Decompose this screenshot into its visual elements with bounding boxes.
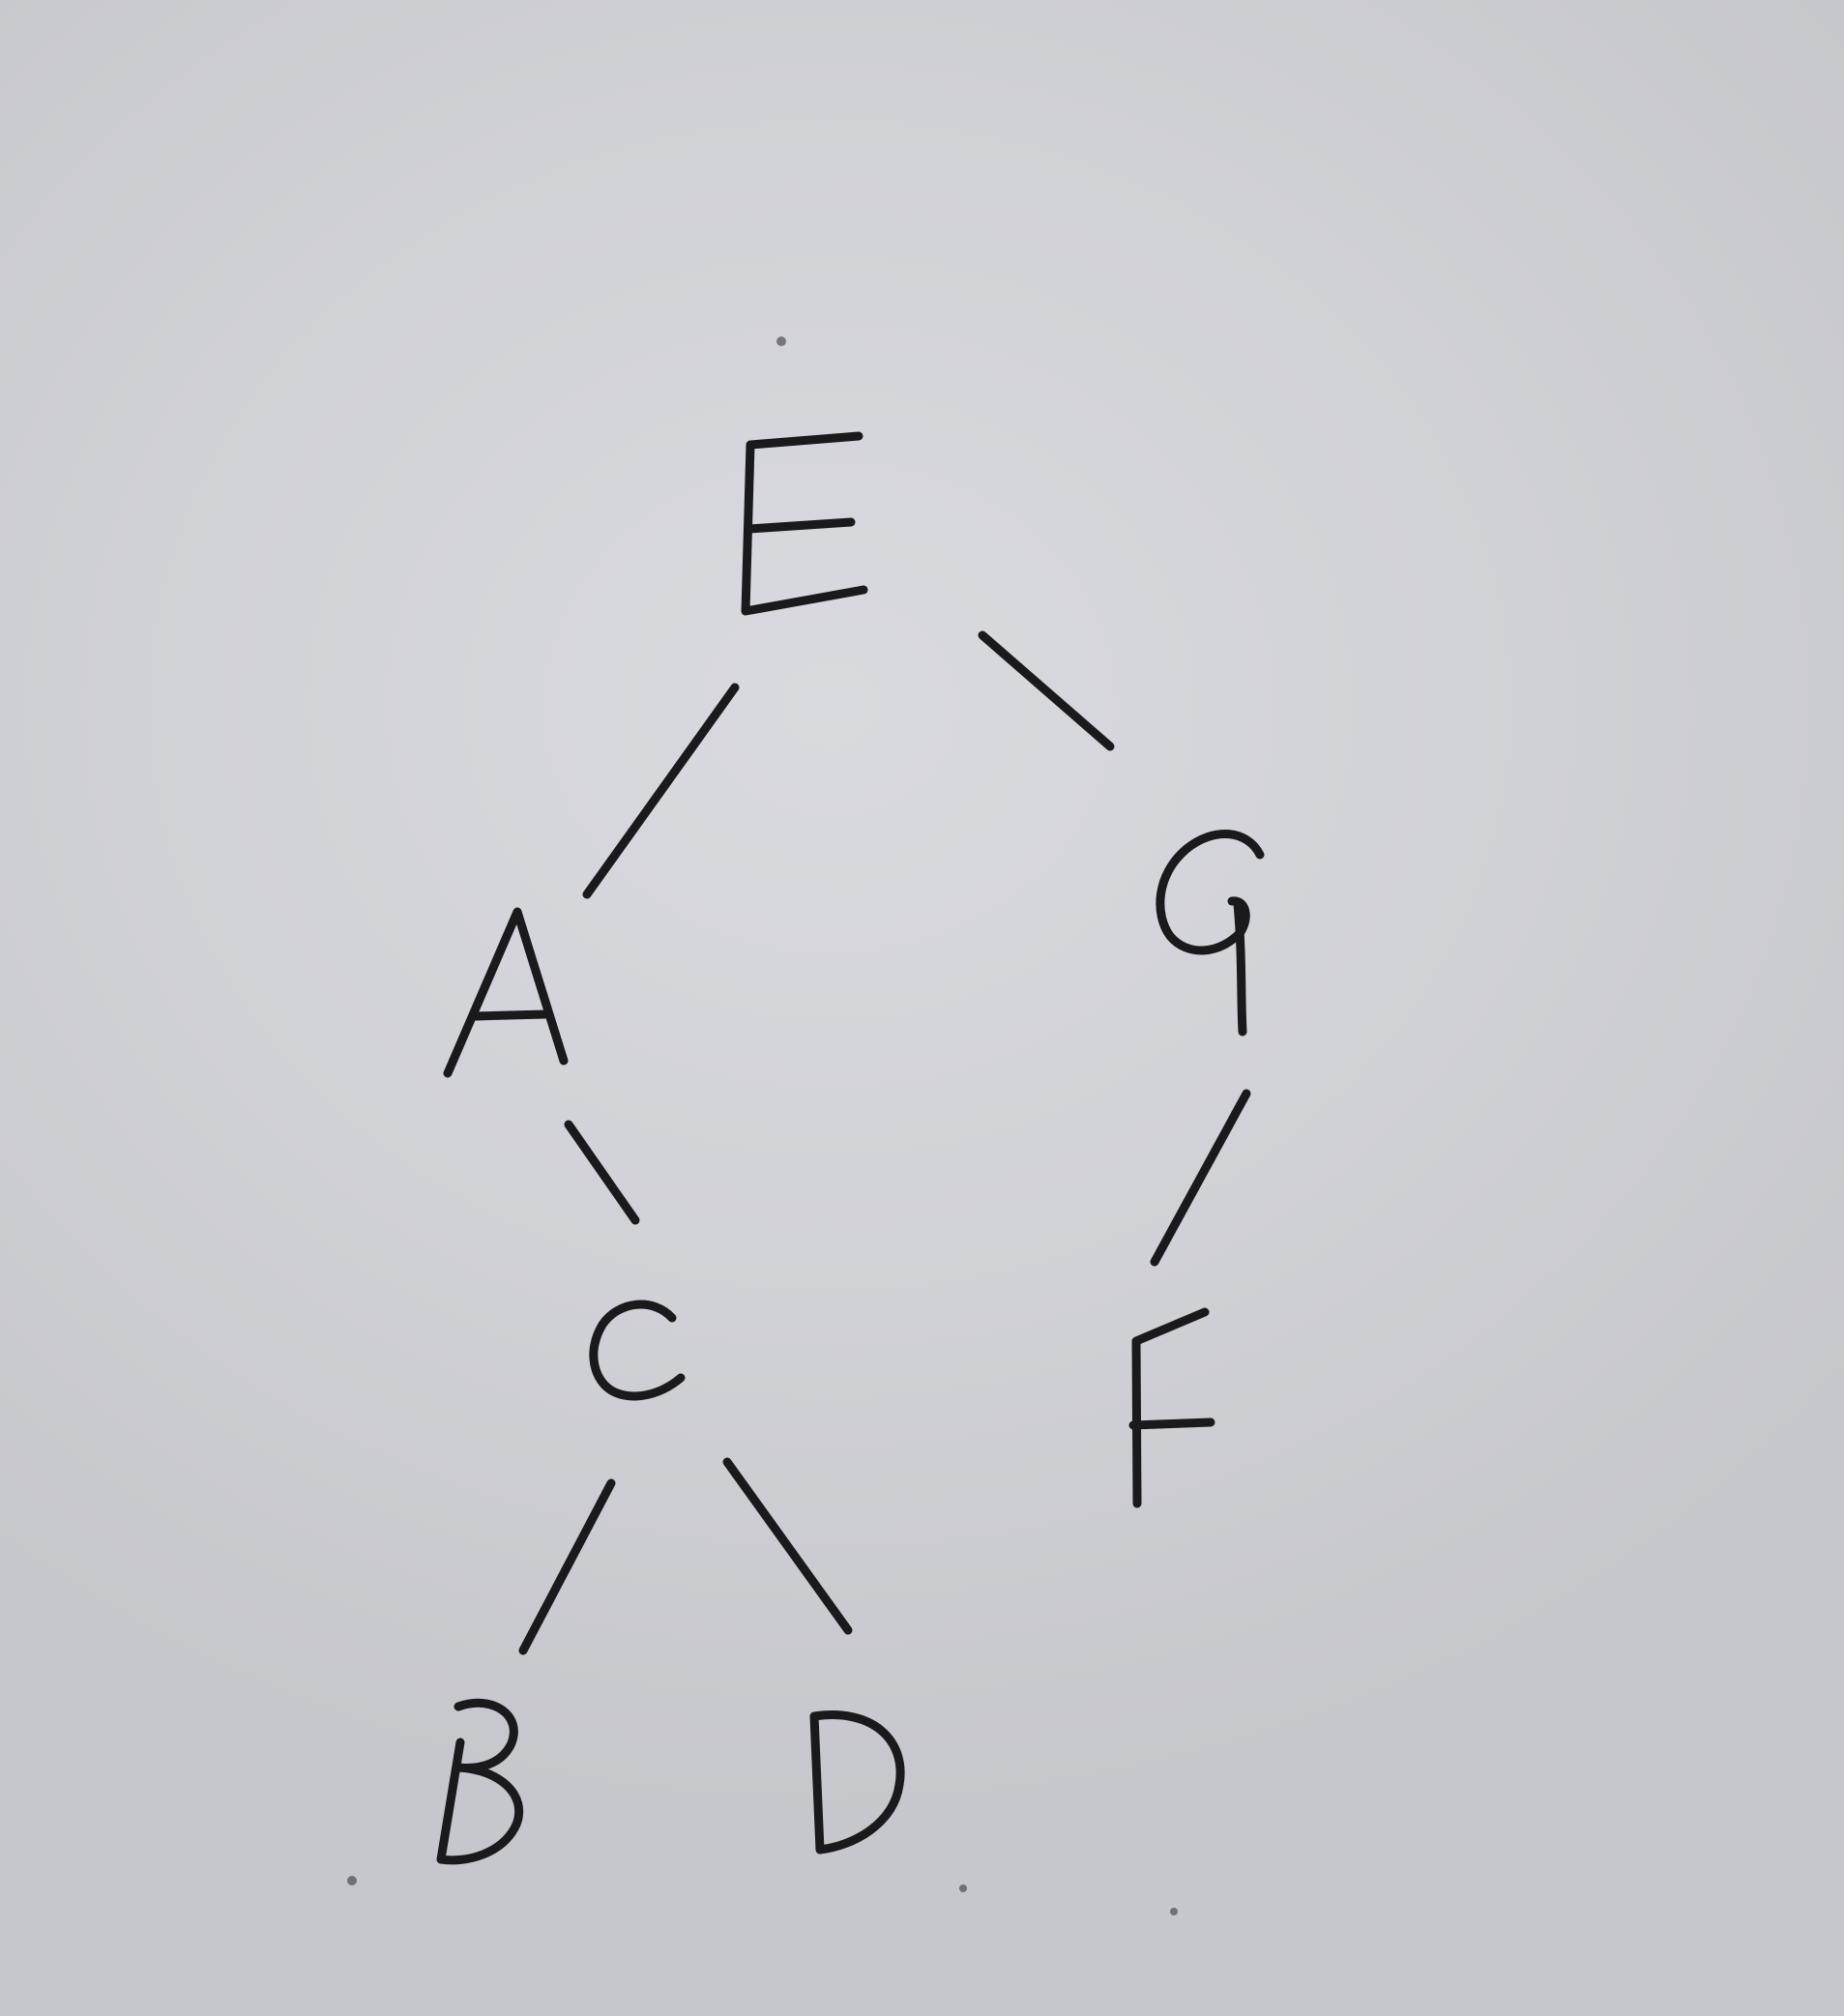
node-D: D [809, 1710, 905, 1855]
paper-speck [959, 1885, 967, 1892]
node-B-label: B [483, 1788, 484, 1790]
node-G-label: G [1199, 927, 1200, 929]
node-B: B [436, 1698, 524, 1865]
node-D-label: D [851, 1788, 852, 1790]
paper-speck [776, 336, 786, 346]
paper-speck [1170, 1908, 1178, 1915]
edge-C-B [518, 1478, 616, 1655]
edge-E-G [978, 630, 1115, 751]
edge-E-A [582, 683, 740, 899]
edge-C-D [722, 1457, 853, 1635]
node-E: E [741, 431, 868, 616]
node-G: G [1156, 829, 1265, 1037]
node-C: C [589, 1300, 686, 1401]
paper-speck [347, 1876, 357, 1885]
node-A: A [443, 907, 569, 1078]
edge-A-C [564, 1120, 640, 1225]
node-A-label: A [512, 1004, 513, 1007]
edge-G-F [1150, 1089, 1251, 1267]
node-F: F [1128, 1307, 1215, 1508]
